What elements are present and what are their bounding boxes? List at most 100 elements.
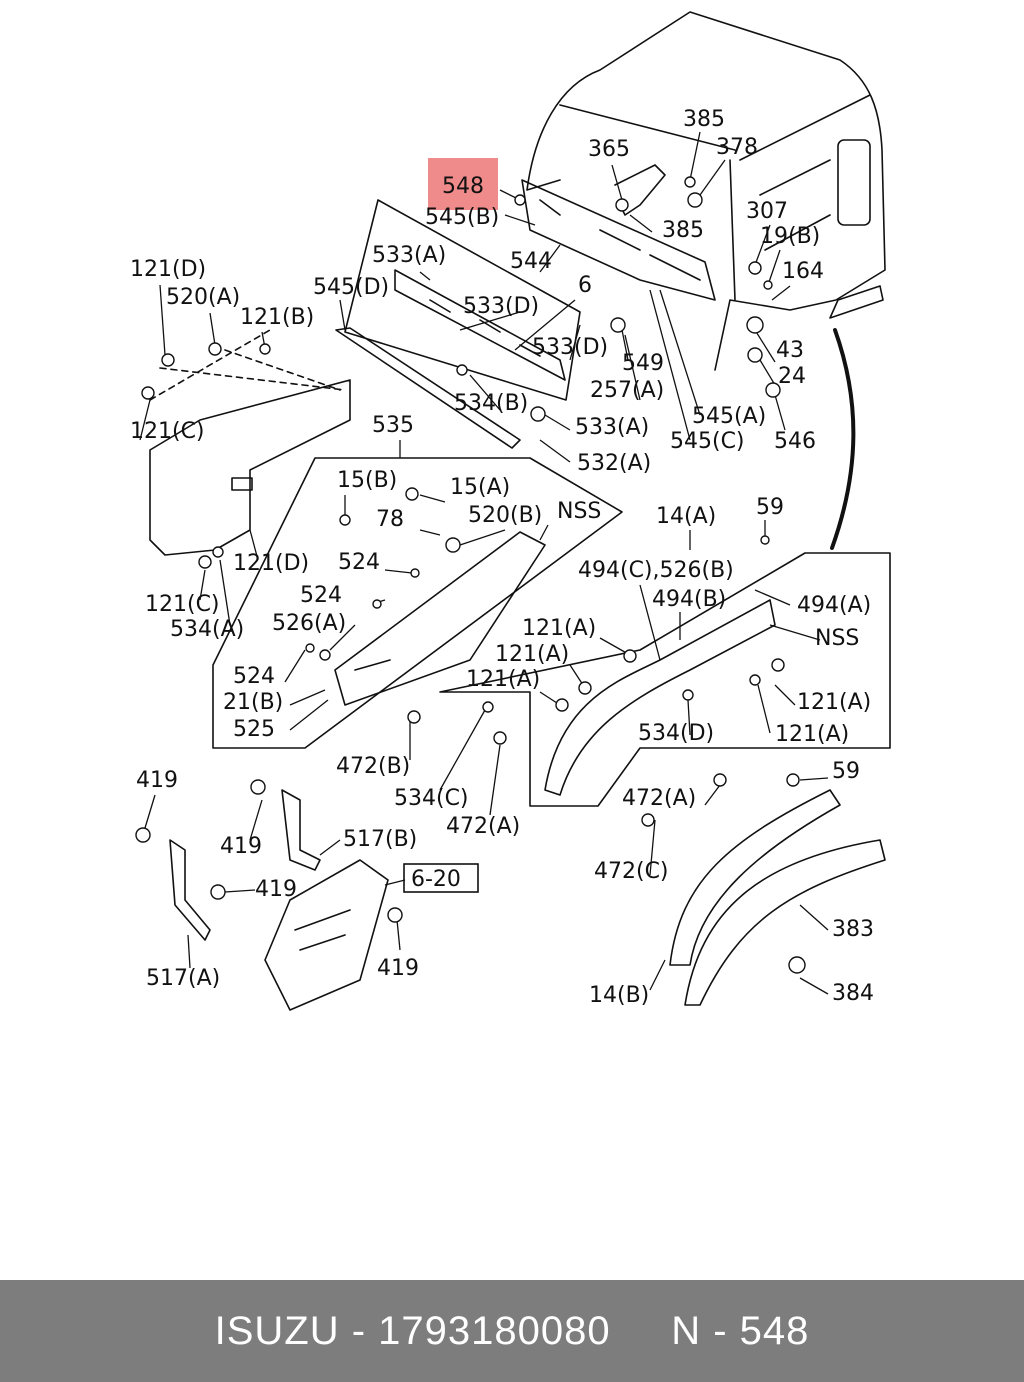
callout[interactable]: 545(D): [313, 275, 389, 300]
leader-lines: [139, 131, 829, 995]
callout[interactable]: 494(B): [652, 587, 726, 612]
callout[interactable]: 6: [578, 273, 592, 298]
callout[interactable]: 121(A): [495, 642, 569, 667]
callout[interactable]: 549: [622, 351, 664, 376]
callout[interactable]: 24: [778, 364, 806, 389]
fasteners: [135, 176, 806, 974]
callout[interactable]: 307: [746, 199, 788, 224]
callout[interactable]: 257(A): [590, 378, 664, 403]
callout[interactable]: 494(C),526(B): [578, 558, 734, 583]
callout[interactable]: 384: [832, 981, 874, 1006]
callout[interactable]: 419: [220, 834, 262, 859]
callout[interactable]: 14(A): [656, 504, 716, 529]
callout[interactable]: 78: [376, 507, 404, 532]
callout[interactable]: 43: [776, 338, 804, 363]
callout[interactable]: 545(A): [692, 404, 766, 429]
callout[interactable]: 494(A): [797, 593, 871, 618]
separator: -: [339, 1308, 379, 1353]
callout[interactable]: 546: [774, 429, 816, 454]
callout[interactable]: 524: [300, 583, 342, 608]
callout[interactable]: 544: [510, 249, 552, 274]
bracket-517b: [281, 789, 321, 871]
box-6-20: [403, 863, 479, 893]
callout[interactable]: 121(C): [145, 592, 220, 617]
left-dashed-lines: [149, 329, 346, 401]
callout[interactable]: 533(D): [532, 335, 608, 360]
callout[interactable]: 534(C): [394, 786, 469, 811]
nss-left-panel: [334, 531, 546, 706]
fender-arch: [544, 599, 776, 796]
cowl-panel: [521, 179, 716, 301]
callout[interactable]: 121(A): [775, 722, 849, 747]
callout[interactable]: 378: [716, 135, 758, 160]
callout[interactable]: 548: [442, 174, 484, 199]
callout[interactable]: 472(C): [594, 859, 669, 884]
callout[interactable]: 121(B): [240, 305, 314, 330]
front-grille-bar: [394, 269, 566, 381]
front-panel-frame: [344, 199, 581, 401]
front-trim-strip: [335, 327, 521, 449]
callout[interactable]: 533(A): [372, 243, 446, 268]
highlight-548: [428, 158, 498, 210]
callout[interactable]: 472(A): [622, 786, 696, 811]
nss-right-frame: [439, 552, 891, 807]
callout[interactable]: 419: [136, 768, 178, 793]
callout[interactable]: 533(A): [575, 415, 649, 440]
part-number: 1793180080: [378, 1308, 611, 1353]
callout[interactable]: 472(A): [446, 814, 520, 839]
callout[interactable]: 534(B): [454, 391, 528, 416]
callout[interactable]: 520(A): [166, 285, 240, 310]
callout[interactable]: 59: [832, 759, 860, 784]
callout[interactable]: 472(B): [336, 754, 410, 779]
callout[interactable]: 121(A): [797, 690, 871, 715]
callout[interactable]: 121(D): [130, 257, 206, 282]
cab-outline: [526, 11, 886, 371]
footer-bar: ISUZU - 1793180080 N - 548: [0, 1280, 1024, 1382]
callout[interactable]: 532(A): [577, 451, 651, 476]
cab-door-line: [829, 285, 884, 319]
step-bracket: [264, 859, 389, 1011]
callout[interactable]: 535: [372, 413, 414, 438]
callout[interactable]: 121(D): [233, 551, 309, 576]
gap: [611, 1309, 672, 1354]
callout[interactable]: NSS: [815, 626, 859, 651]
callout[interactable]: 520(B): [468, 503, 542, 528]
callout[interactable]: 21(B): [223, 690, 283, 715]
callout[interactable]: 524: [338, 550, 380, 575]
callout[interactable]: 164: [782, 259, 824, 284]
callout[interactable]: 419: [255, 877, 297, 902]
callout[interactable]: NSS: [557, 499, 601, 524]
callout[interactable]: 6-20: [411, 867, 461, 892]
callout[interactable]: 15(A): [450, 475, 510, 500]
cowl-bracket: [614, 164, 666, 216]
callout[interactable]: 121(A): [522, 616, 596, 641]
callout[interactable]: 534(D): [638, 721, 714, 746]
callout[interactable]: 14(B): [589, 983, 649, 1008]
callout[interactable]: 19(B): [760, 224, 820, 249]
rear-fender-inner: [669, 789, 841, 966]
callout[interactable]: 365: [588, 137, 630, 162]
callout-labels: 385 378 365 548 545(B) 385 307 19(B) 533…: [130, 107, 874, 1008]
callout[interactable]: 59: [756, 495, 784, 520]
left-panel-slot: [231, 477, 253, 491]
callout[interactable]: 383: [832, 917, 874, 942]
callout[interactable]: 517(A): [146, 966, 220, 991]
parts-diagram: 385 378 365 548 545(B) 385 307 19(B) 533…: [130, 11, 891, 1011]
cab-to-fender-curve: [830, 328, 856, 550]
callout[interactable]: 15(B): [337, 468, 397, 493]
callout[interactable]: 524: [233, 664, 275, 689]
rear-fender-outer: [684, 839, 886, 1006]
callout[interactable]: 385: [662, 218, 704, 243]
callout[interactable]: 533(D): [463, 294, 539, 319]
callout[interactable]: 419: [377, 956, 419, 981]
callout[interactable]: 534(A): [170, 617, 244, 642]
callout[interactable]: 385: [683, 107, 725, 132]
callout[interactable]: 545(C): [670, 429, 745, 454]
callout[interactable]: 121(C): [130, 419, 205, 444]
callout[interactable]: 517(B): [343, 827, 417, 852]
callout[interactable]: 526(A): [272, 611, 346, 636]
callout[interactable]: 121(A): [466, 667, 540, 692]
nss-left-frame: [212, 457, 623, 749]
callout[interactable]: 525: [233, 717, 275, 742]
callout[interactable]: 545(B): [425, 205, 499, 230]
